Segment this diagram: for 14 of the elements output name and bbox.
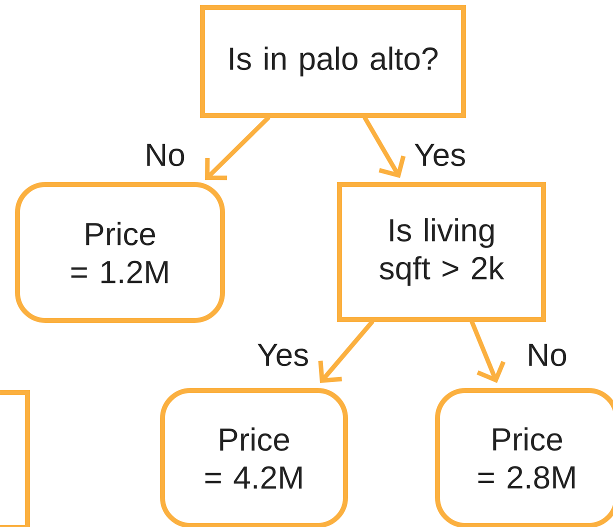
- empty-box: [0, 390, 30, 527]
- edge-label: No: [147, 144, 184, 166]
- edge-label: No: [529, 344, 566, 366]
- decision-box: Is in palo alto?: [200, 5, 466, 118]
- arrow: [362, 116, 406, 178]
- decision-box: Is living sqft > 2k: [337, 182, 546, 322]
- arrow: [205, 116, 270, 180]
- result-box: Price = 2.8M: [435, 388, 613, 527]
- edge-label: Yes: [258, 344, 308, 366]
- result-box: Price = 1.2M: [15, 182, 225, 323]
- result-box: Price = 4.2M: [160, 388, 348, 527]
- arrow: [470, 320, 506, 383]
- arrow: [318, 320, 374, 383]
- edge-label: Yes: [414, 144, 465, 166]
